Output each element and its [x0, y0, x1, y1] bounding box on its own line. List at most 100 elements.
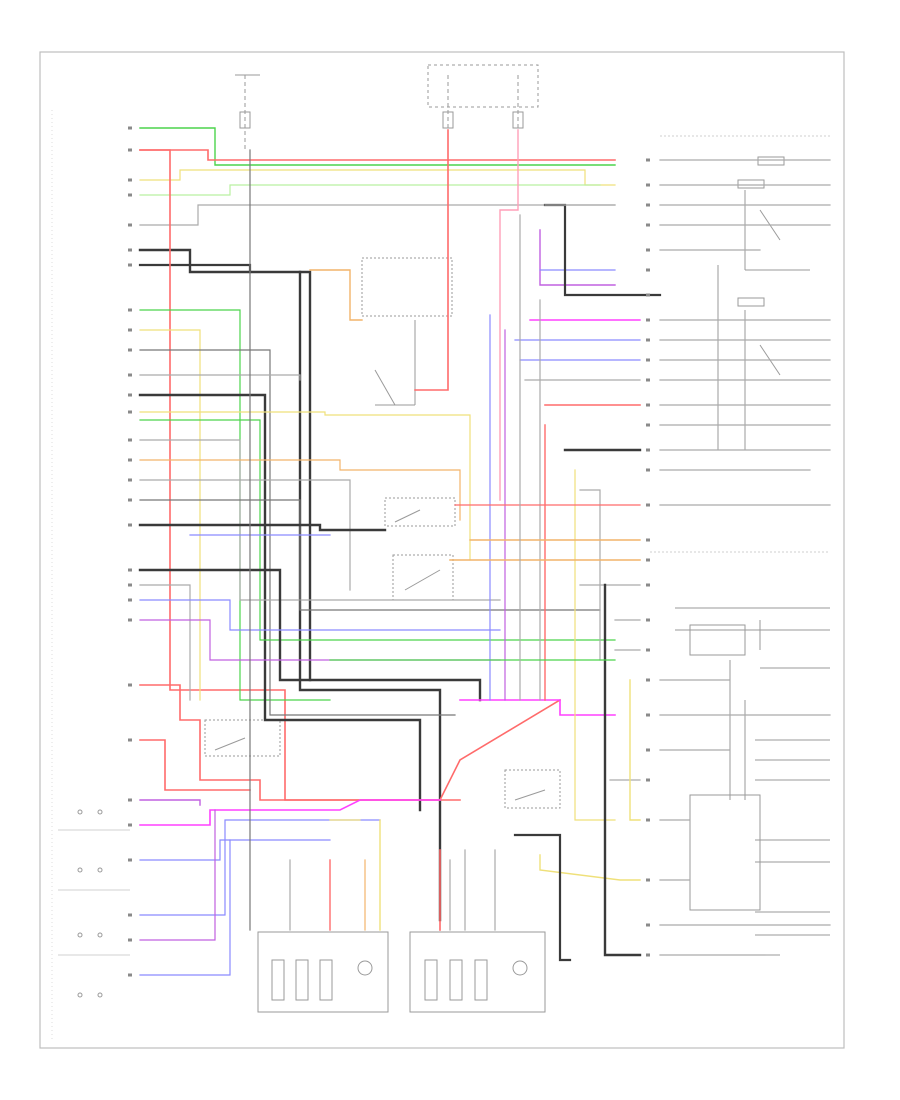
right-connector-pin [646, 503, 650, 507]
wire-black-67 [603, 583, 642, 957]
left-connector-pin [128, 410, 132, 414]
right-connector-pin [646, 358, 650, 362]
left-connector-pin [128, 458, 132, 462]
wire-lgreen-3 [139, 184, 601, 196]
right-connector-pin [646, 183, 650, 187]
lower-switch [504, 769, 561, 809]
left-connector-pin [128, 583, 132, 587]
left-connector-pin [128, 393, 132, 397]
right-connector-pin [646, 713, 650, 717]
wire-orange-15 [309, 269, 363, 321]
wire-yellow-61 [574, 469, 616, 821]
wire-yellow-72 [629, 679, 641, 821]
bottom-right-switch-assembly [409, 931, 546, 1013]
right-connector-pin [646, 953, 650, 957]
wire-red-1 [139, 149, 616, 161]
wire-dgray-26 [139, 499, 601, 611]
right-connector-pin [646, 268, 650, 272]
left-connector-pin [128, 823, 132, 827]
wire-magenta-50 [459, 699, 616, 716]
left-lower-switch [204, 719, 281, 757]
left-connector-pin [128, 568, 132, 572]
right-connector-pin [646, 618, 650, 622]
left-connector-pin [128, 598, 132, 602]
right-connector-pin [646, 558, 650, 562]
wire-orange-24 [139, 459, 461, 521]
left-connector-pin [128, 126, 132, 130]
left-connector-pin [128, 683, 132, 687]
left-connector-pin [128, 373, 132, 377]
wire-green-0 [139, 127, 616, 166]
wire-red-9 [414, 129, 449, 391]
wire-layer [138, 127, 831, 976]
right-connector-pin [646, 338, 650, 342]
wire-gray-62 [579, 489, 601, 661]
left-mini-switches [77, 809, 103, 998]
wire-magenta-35 [139, 799, 441, 826]
left-connector-pin [128, 348, 132, 352]
right-top-switch [717, 156, 810, 450]
left-connector-pin [128, 308, 132, 312]
right-connector-pin [646, 748, 650, 752]
wire-yellow-21 [139, 411, 471, 561]
right-connector-pin [646, 423, 650, 427]
right-connector-pin [646, 248, 650, 252]
wire-gray-4 [139, 204, 616, 226]
wire-red-33 [139, 684, 562, 801]
left-connector-pin [128, 223, 132, 227]
wire-black-27 [138, 523, 387, 532]
left-connector-pin [128, 738, 132, 742]
right-connector-pin [646, 448, 650, 452]
left-connector-pin [128, 193, 132, 197]
left-connector-pin [128, 178, 132, 182]
top-fuse-block-left [235, 74, 260, 150]
right-module-upper [675, 607, 830, 669]
right-connector-pin [646, 538, 650, 542]
wire-purple-36 [139, 799, 201, 806]
wire-blue-37 [139, 839, 331, 861]
right-connector-pin [646, 818, 650, 822]
wire-yellow-2 [139, 169, 616, 186]
center-switch-middle [384, 497, 456, 601]
right-connector-pin [646, 223, 650, 227]
left-connector-pin [128, 248, 132, 252]
wire-blue-40 [139, 839, 231, 976]
left-connector-pin [128, 328, 132, 332]
wire-black-49 [513, 833, 572, 962]
wire-purple-11 [539, 229, 616, 286]
left-connector-pin [128, 973, 132, 977]
bottom-left-switch-assembly [257, 931, 389, 1013]
wire-blue-38 [139, 819, 381, 916]
right-connector-pin [646, 648, 650, 652]
wire-blue-31 [139, 599, 501, 631]
right-connector-pin [646, 403, 650, 407]
left-connector-pin [128, 498, 132, 502]
wire-gray-30 [139, 584, 191, 701]
wire-pink-10 [499, 129, 519, 501]
wire-green-22 [139, 419, 616, 641]
right-connector-pin [646, 678, 650, 682]
diagram-frame [39, 51, 845, 1049]
wire-black-7 [298, 270, 312, 682]
center-relay-upper [361, 257, 453, 406]
connector-pins [128, 126, 650, 977]
wire-black-29 [138, 568, 482, 702]
right-connector-pin [646, 468, 650, 472]
wire-black-13 [543, 203, 662, 297]
right-connector-pin [646, 878, 650, 882]
wire-green-16 [139, 309, 331, 701]
left-connector-pin [128, 148, 132, 152]
wire-yellow-48 [539, 854, 641, 881]
right-connector-pin [646, 158, 650, 162]
left-connector-pin [128, 263, 132, 267]
wire-gray-23 [139, 439, 501, 601]
right-module-lower [689, 660, 830, 956]
right-connector-pin [646, 203, 650, 207]
right-connector-pin [646, 583, 650, 587]
left-connector-pin [128, 618, 132, 622]
wire-red-34 [139, 739, 251, 791]
wire-dgray-18 [139, 349, 456, 716]
left-connector-pin [128, 858, 132, 862]
wire-black-20 [138, 393, 422, 812]
